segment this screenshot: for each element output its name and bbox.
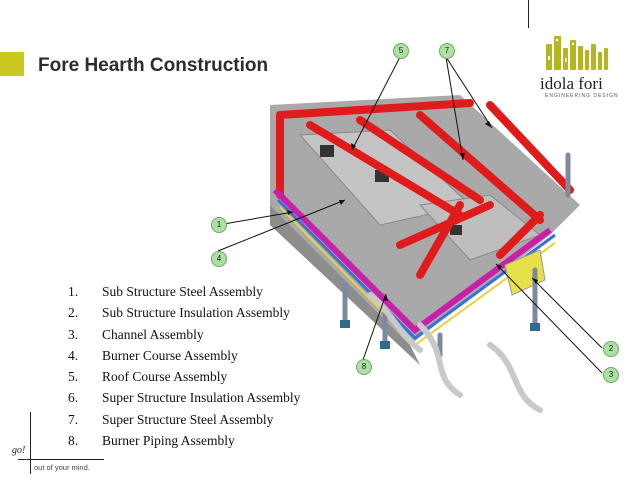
page-title: Fore Hearth Construction — [38, 55, 269, 76]
list-item: 8.Burner Piping Assembly — [68, 433, 235, 449]
header-divider — [528, 0, 529, 28]
list-item: 7.Super Structure Steel Assembly — [68, 411, 274, 427]
list-item: 6.Super Structure Insulation Assembly — [68, 390, 301, 406]
callout-8: 8 — [356, 359, 372, 375]
callout-3: 3 — [603, 367, 619, 383]
callout-1: 1 — [211, 217, 227, 233]
accent-square — [0, 52, 24, 76]
callout-4: 4 — [211, 251, 227, 267]
assembly-list: 1.Sub Structure Steel Assembly 2.Sub Str… — [68, 281, 300, 451]
list-item: 1.Sub Structure Steel Assembly — [68, 284, 263, 299]
footer-vertical-rule — [30, 412, 31, 474]
list-item: 4.Burner Course Assembly — [68, 347, 238, 363]
callout-7: 7 — [439, 43, 455, 59]
logo-subtitle: ENGINEERING DESIGN — [545, 93, 619, 99]
callout-5: 5 — [393, 43, 409, 59]
logo-name: idola fori — [540, 74, 603, 93]
idola-fori-logo — [546, 36, 608, 70]
callout-2: 2 — [603, 341, 619, 357]
list-item: 2.Sub Structure Insulation Assembly — [68, 305, 290, 321]
footer-horizontal-rule — [18, 459, 104, 460]
list-item: 5.Roof Course Assembly — [68, 369, 228, 385]
footer-tagline: out of your mind. — [34, 463, 90, 472]
footer-go: go! — [12, 445, 26, 456]
list-item: 3.Channel Assembly — [68, 326, 204, 342]
